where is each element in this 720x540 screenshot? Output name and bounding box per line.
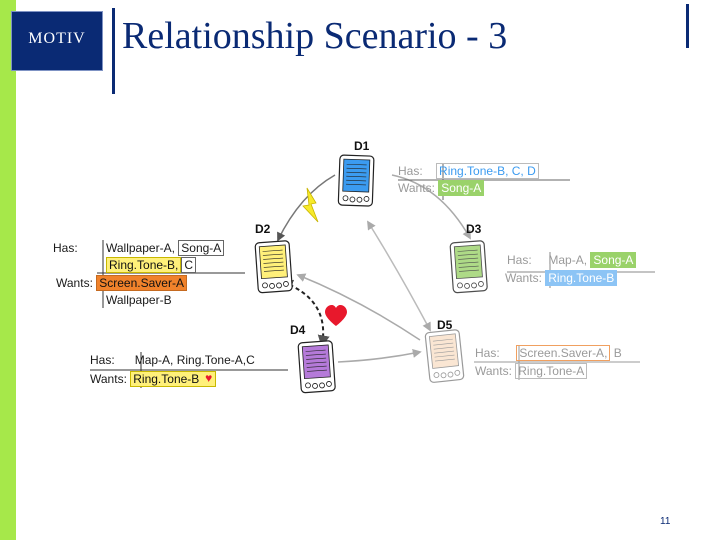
d4-has: Has: Map-A, Ring.Tone-A,C [90,353,255,367]
logo-text: MOTIV [28,30,86,47]
link-d1-d3 [391,174,471,240]
link-d3-d5 [367,220,431,332]
page-number: 11 [660,516,671,527]
device-d2-icon [254,240,294,294]
lightning-icon [302,187,319,223]
device-d1-label: D1 [354,139,370,153]
d2-wants-line2: Wallpaper-B [106,293,172,307]
device-d5-label: D5 [437,318,453,332]
d4-wants: Wants: Ring.Tone-B♥ [90,371,217,387]
device-d3-icon [449,240,489,294]
device-d1-icon [337,154,375,207]
device-d4-icon [297,340,337,394]
d5-has: Has: Screen.Saver-A, B [475,345,622,361]
d5-wants: Wants: Ring.Tone-A [475,363,588,379]
d2-has-label: Has: [53,241,78,255]
title-rule-right [686,4,689,48]
d2-has-line2: Ring.Tone-B,C [106,257,197,273]
device-d2-label: D2 [255,222,271,236]
heart-icon [325,305,347,326]
link-d1-d2 [277,174,336,242]
d1-has: Has: Ring.Tone-B, C, D [398,163,539,179]
link-d4-d5 [337,348,422,363]
d1-wants: Wants: Song-A [398,180,485,196]
d2-wants: Wants: Screen.Saver-A [56,275,187,291]
d3-has: Has: Map-A, Song-A [507,252,637,268]
device-d5-icon [424,328,465,384]
accent-bar [0,0,16,540]
d2-has-line1: Wallpaper-A, Song-A [106,240,225,256]
slide-title: Relationship Scenario - 3 [122,15,508,57]
title-rule-left [112,8,115,94]
d3-wants: Wants: Ring.Tone-B [505,270,618,286]
heart-small-icon: ♥ [205,371,213,385]
logo [11,11,103,71]
device-d3-label: D3 [466,222,482,236]
device-d4-label: D4 [290,323,306,337]
header-band [0,0,720,84]
